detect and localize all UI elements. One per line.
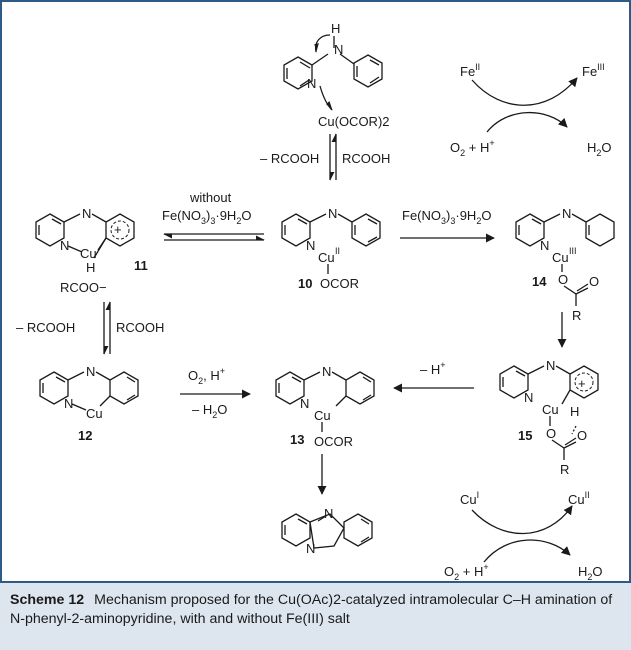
label-o2-h-middle: O2, H+ bbox=[188, 366, 225, 386]
atom-r-15: R bbox=[560, 462, 569, 477]
atom-o-15a: O bbox=[546, 426, 556, 441]
label-o2-h-fe: O2 + H+ bbox=[450, 138, 495, 158]
atom-n-pyr-product: N bbox=[306, 541, 315, 556]
ox-cu-10: II bbox=[335, 246, 340, 256]
label-ocor-10: OCOR bbox=[320, 276, 359, 291]
atom-n-product: N bbox=[324, 506, 333, 521]
atom-n-pyr-15: N bbox=[524, 390, 533, 405]
caption-label: Scheme 12 bbox=[10, 592, 85, 608]
label-minus-rcooh-left: – RCOOH bbox=[16, 320, 75, 335]
ox-cu-14: III bbox=[569, 246, 577, 256]
compound-label-13: 13 bbox=[290, 432, 304, 447]
atom-n-10: N bbox=[328, 206, 337, 221]
atom-cu-13: Cu bbox=[314, 408, 331, 423]
atom-cu-10: Cu bbox=[318, 250, 335, 265]
atom-n-13: N bbox=[322, 364, 331, 379]
compound-label-11: 11 bbox=[134, 258, 148, 273]
label-fe-salt-right: Fe(NO3)3·9H2O bbox=[402, 208, 491, 226]
compound-13-structure bbox=[275, 371, 375, 432]
atom-n-pyridine: N bbox=[307, 76, 316, 91]
atom-n-pyr-11: N bbox=[60, 238, 69, 253]
compound-10-structure bbox=[281, 213, 381, 274]
compound-label-14: 14 bbox=[532, 274, 547, 289]
compound-label-10: 10 bbox=[298, 276, 312, 291]
atom-n-pyr-10: N bbox=[306, 238, 315, 253]
atom-h-11: H bbox=[86, 260, 95, 275]
atom-n-pyr-14: N bbox=[540, 238, 549, 253]
label-fe-salt-left: Fe(NO3)3·9H2O bbox=[162, 208, 251, 226]
product-structure bbox=[281, 513, 373, 549]
plus-15: + bbox=[578, 376, 586, 391]
atom-o-14a: O bbox=[558, 272, 568, 287]
atom-cu-14: Cu bbox=[552, 250, 569, 265]
atom-h-amine: H bbox=[331, 21, 340, 36]
atom-n-14: N bbox=[562, 206, 571, 221]
caption-text: Mechanism proposed for the Cu(OAc)2-cata… bbox=[10, 592, 613, 627]
compound-11-structure bbox=[35, 213, 135, 259]
atom-n-11: N bbox=[82, 206, 91, 221]
atom-o-14b: O bbox=[589, 274, 599, 289]
label-minus-rcooh-top: – RCOOH bbox=[260, 151, 319, 166]
copper-cycle bbox=[471, 505, 573, 563]
label-h2o-cu: H2O bbox=[578, 564, 603, 581]
atom-n-pyr-13: N bbox=[300, 396, 309, 411]
plus-11: + bbox=[114, 222, 122, 237]
atom-n-pyr-12: N bbox=[64, 396, 73, 411]
compound-12-structure bbox=[39, 371, 139, 411]
atom-cu-11: Cu bbox=[80, 246, 97, 261]
compound-14-structure bbox=[515, 213, 615, 306]
atom-n-12: N bbox=[86, 364, 95, 379]
label-rcooh-left: RCOOH bbox=[116, 320, 164, 335]
label-ocor-13: OCOR bbox=[314, 434, 353, 449]
atom-cu-15: Cu bbox=[542, 402, 559, 417]
compound-15-structure bbox=[499, 365, 599, 460]
substrate-structure bbox=[283, 34, 383, 111]
label-fe-ii: FeII bbox=[460, 62, 480, 79]
label-o2-h-cu: O2 + H+ bbox=[444, 562, 489, 581]
label-minus-hplus: – H+ bbox=[420, 360, 446, 377]
compound-label-15: 15 bbox=[518, 428, 532, 443]
atom-o-15b: O bbox=[577, 428, 587, 443]
iron-cycle bbox=[471, 77, 578, 133]
label-cu-ii: CuII bbox=[568, 490, 590, 507]
atom-h-15: H bbox=[570, 404, 579, 419]
atom-r-14: R bbox=[572, 308, 581, 323]
reaction-scheme: N H N Cu(OCOR)2 – RCOOH RCOOH FeII FeIII… bbox=[0, 0, 631, 583]
label-cu-i: CuI bbox=[460, 490, 479, 507]
label-rcoo-minus: RCOO− bbox=[60, 280, 107, 295]
atom-n-amine: N bbox=[334, 42, 343, 57]
scheme-drawing: N H N Cu(OCOR)2 – RCOOH RCOOH FeII FeIII… bbox=[16, 21, 615, 581]
label-minus-h2o: – H2O bbox=[192, 402, 227, 420]
label-cu-ocor2: Cu(OCOR)2 bbox=[318, 114, 390, 129]
label-h2o-fe: H2O bbox=[587, 140, 612, 158]
atom-cu-12: Cu bbox=[86, 406, 103, 421]
label-fe-iii: FeIII bbox=[582, 62, 605, 79]
compound-label-12: 12 bbox=[78, 428, 92, 443]
atom-n-15: N bbox=[546, 358, 555, 373]
label-without: without bbox=[189, 190, 232, 205]
label-rcooh-top: RCOOH bbox=[342, 151, 390, 166]
